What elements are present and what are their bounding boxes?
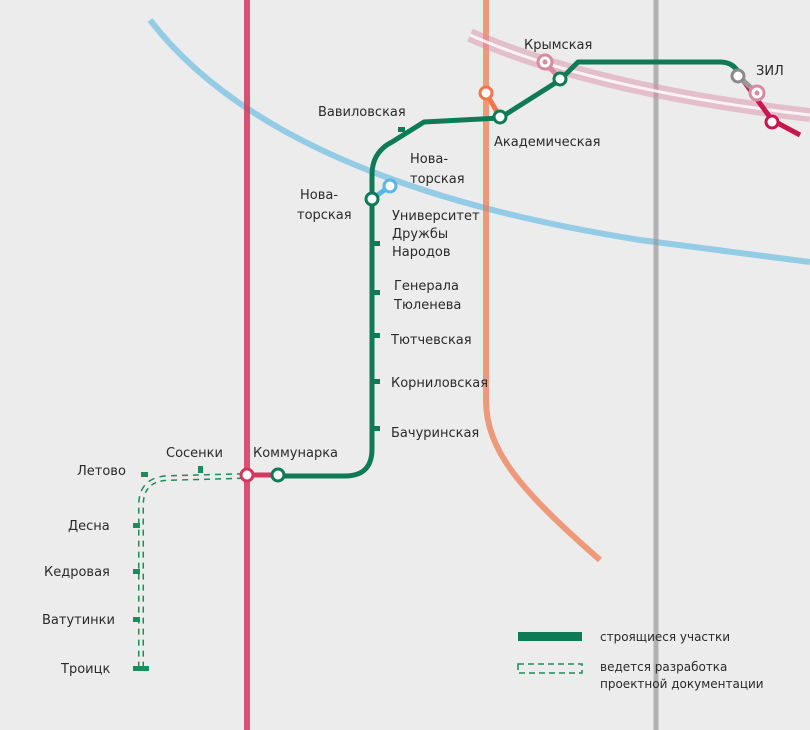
tick-desna	[133, 523, 140, 528]
tick-bachurinskaya	[373, 426, 380, 431]
tick-letovo	[141, 472, 148, 477]
label-zil: ЗИЛ	[756, 64, 784, 79]
label-novatorskaya-right-1: Нова-	[410, 152, 448, 167]
label-vavilovskaya: Вавиловская	[318, 105, 406, 120]
label-kedrovaya: Кедровая	[44, 565, 110, 580]
legend-construction-label: строящиеся участки	[600, 630, 730, 644]
transfer-akademicheskaya	[478, 85, 508, 125]
label-universitet-3: Народов	[392, 245, 451, 260]
legend-construction-swatch	[518, 632, 582, 641]
tick-kornilovskaya	[373, 379, 380, 384]
tick-vavilovskaya	[398, 127, 405, 132]
construction-line	[278, 59, 743, 479]
transfer-kommunarka	[239, 467, 286, 483]
label-vatutinki: Ватутинки	[42, 613, 115, 628]
label-bachurinskaya: Бачуринская	[391, 426, 479, 441]
label-novatorskaya-left-1: Нова-	[300, 188, 338, 203]
label-novatorskaya-right-2: торская	[410, 172, 465, 187]
legend-planned-label-1: ведется разработка	[600, 660, 727, 674]
orange-line	[483, 0, 602, 563]
label-kommunarka: Коммунарка	[253, 446, 338, 461]
label-universitet-1: Университет	[392, 209, 480, 224]
transfer-zil	[730, 68, 780, 130]
tick-universitet	[373, 241, 380, 246]
label-generala-2: Тюленева	[393, 298, 461, 313]
planned-branch-inner	[139, 474, 244, 668]
legend-planned-swatch	[517, 663, 583, 674]
transfer-novatorskaya	[364, 178, 398, 207]
tick-vatutinki	[133, 617, 140, 622]
tick-kedrovaya	[133, 569, 140, 574]
label-letovo: Летово	[77, 464, 126, 479]
tick-troitsk	[133, 666, 149, 671]
label-tyutchevskaya: Тютчевская	[390, 333, 472, 348]
label-generala-1: Генерала	[394, 279, 459, 294]
tick-tyutchevskaya	[373, 333, 380, 338]
label-akademicheskaya: Академическая	[494, 135, 600, 150]
label-troitsk: Троицк	[60, 662, 110, 677]
label-krymskaya: Крымская	[524, 38, 592, 53]
tick-sosenki	[198, 466, 203, 473]
legend: строящиеся участки ведется разработка пр…	[517, 630, 764, 691]
transfer-krymskaya	[536, 53, 568, 87]
legend-planned-label-2: проектной документации	[600, 677, 764, 691]
label-novatorskaya-left-2: торская	[297, 208, 352, 223]
label-sosenki: Сосенки	[166, 446, 223, 461]
tick-generala	[373, 290, 380, 295]
pink-line-core	[469, 33, 810, 117]
label-universitet-2: Дружбы	[392, 227, 448, 242]
label-kornilovskaya: Корниловская	[391, 376, 488, 391]
label-desna: Десна	[68, 519, 110, 534]
